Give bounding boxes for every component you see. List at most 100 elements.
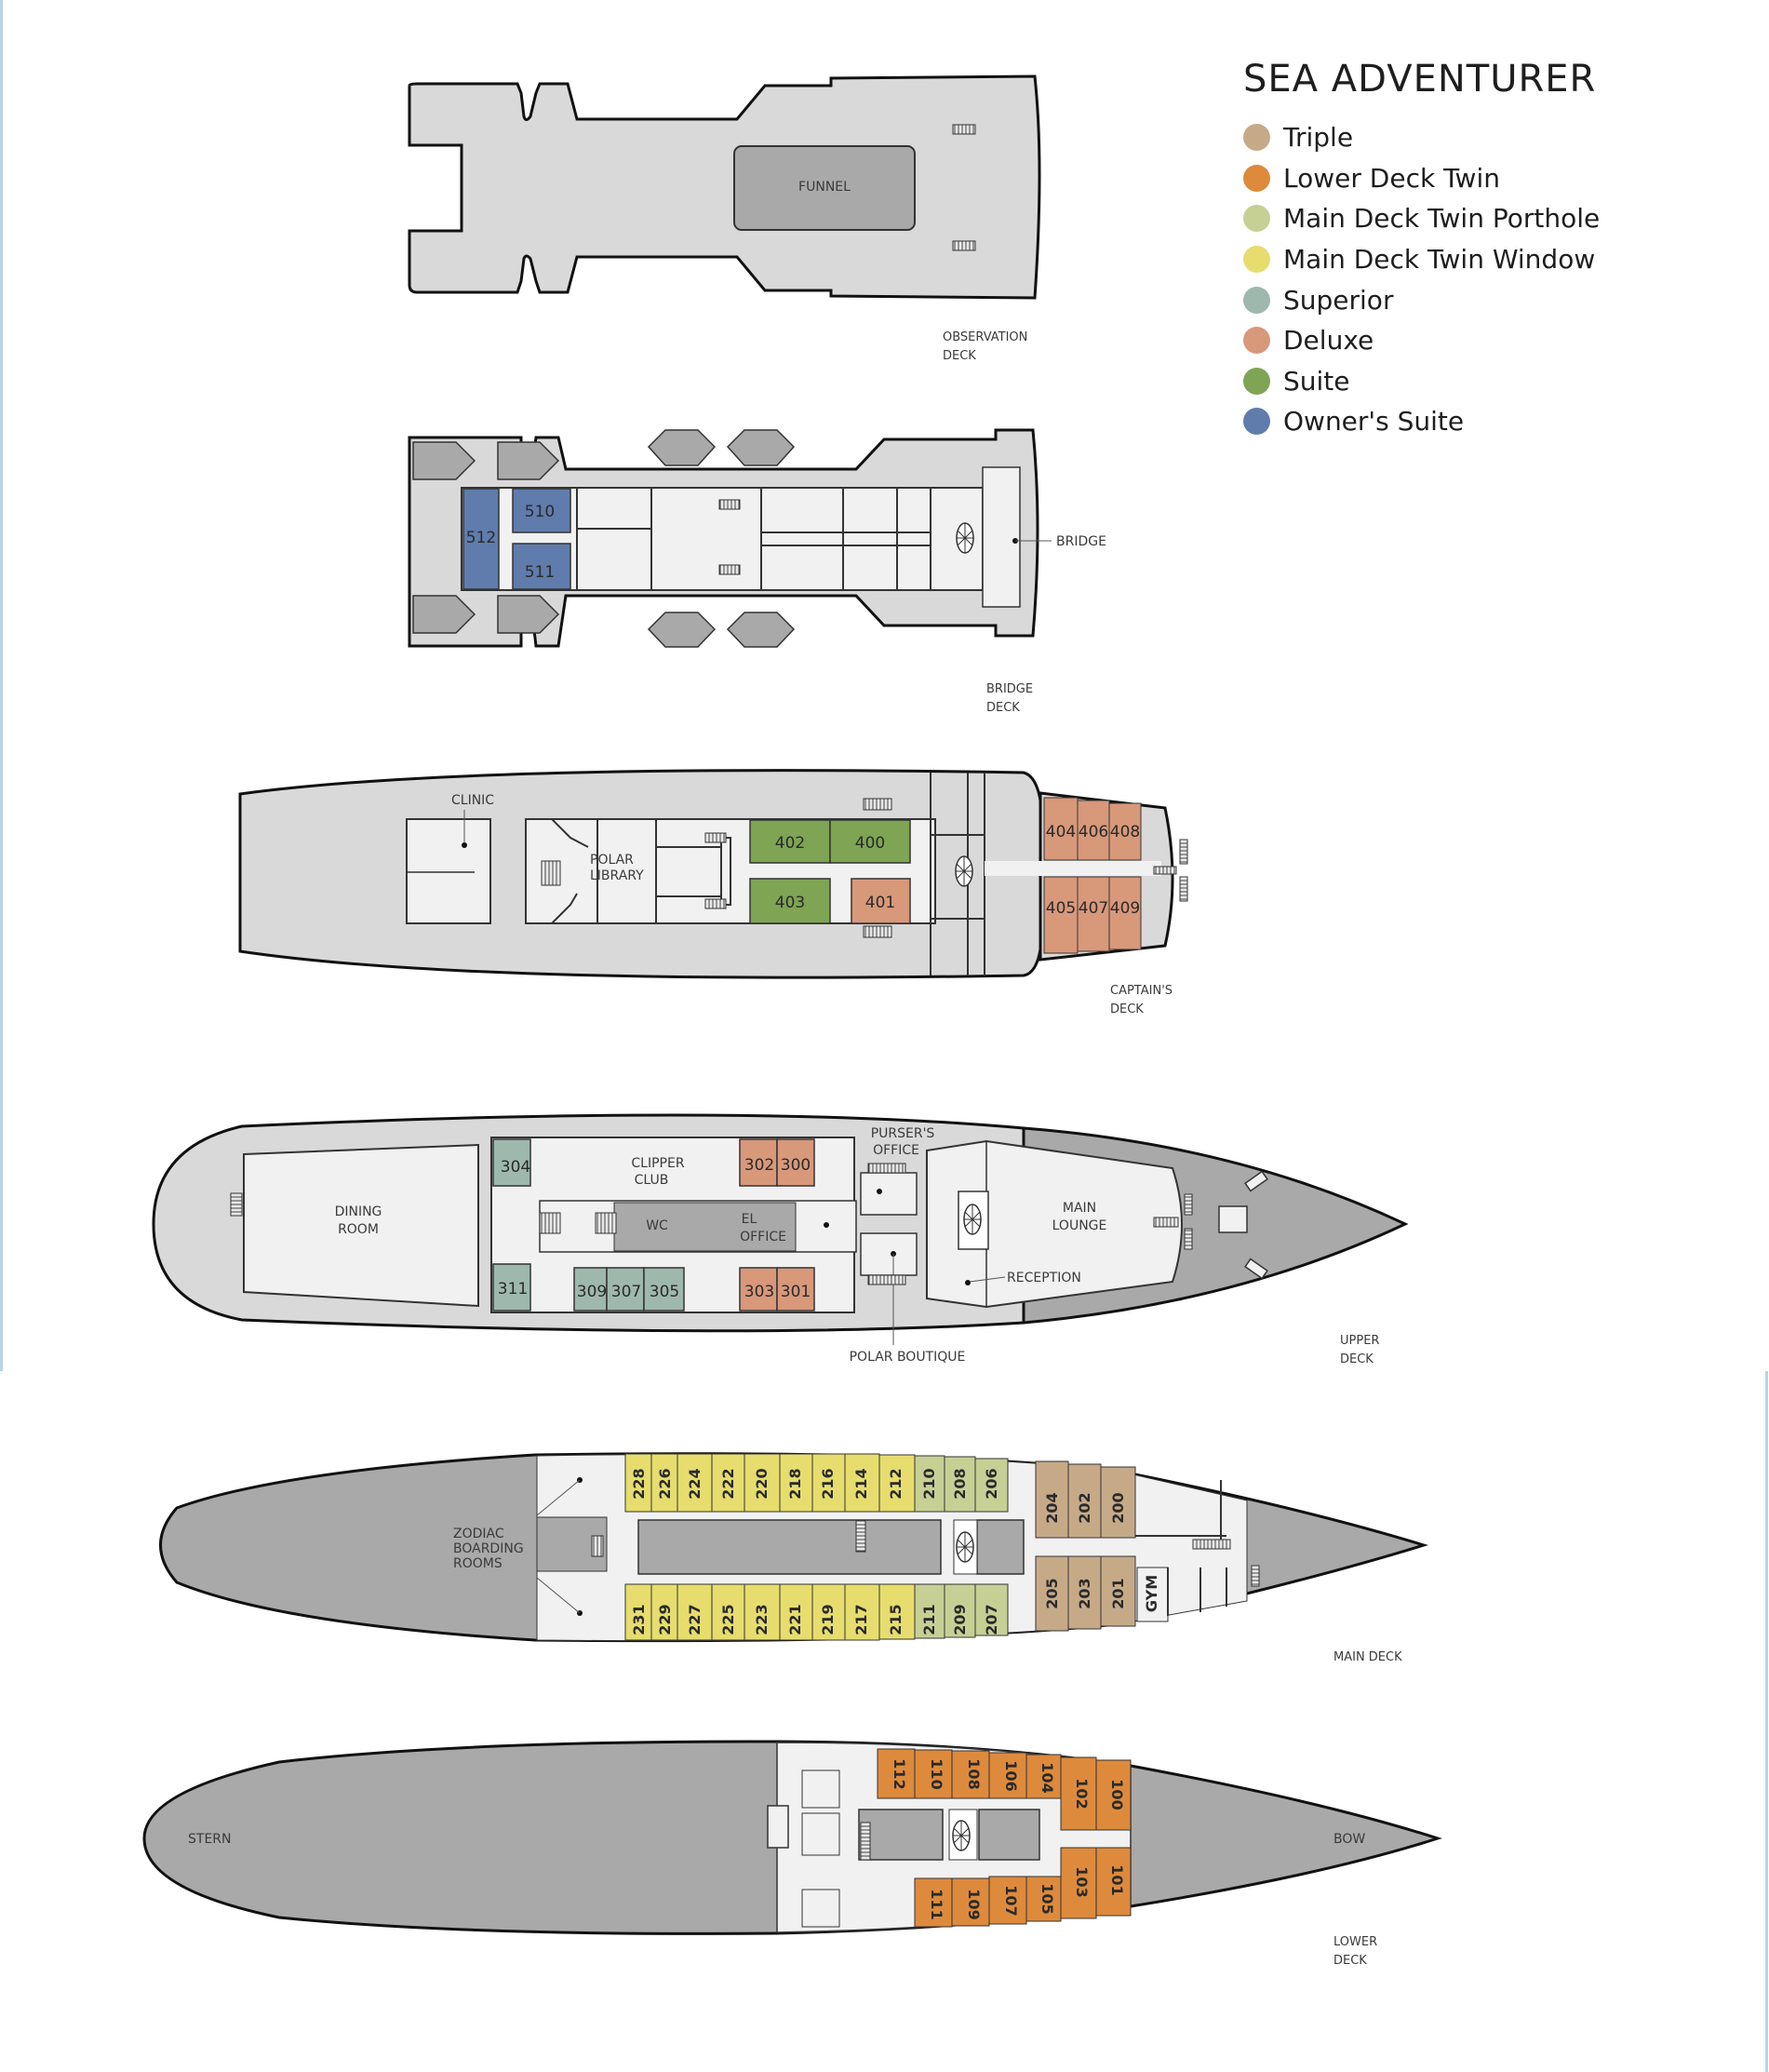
cabin-208[interactable]: 208 xyxy=(944,1456,976,1513)
cabin-207[interactable]: 207 xyxy=(974,1583,1009,1636)
cabin-214[interactable]: 214 xyxy=(844,1453,880,1513)
svg-text:303: 303 xyxy=(744,1283,774,1301)
cabin-100[interactable]: 100 xyxy=(1095,1759,1132,1831)
cabin-204[interactable]: 204 xyxy=(1035,1460,1069,1539)
svg-text:108: 108 xyxy=(965,1758,983,1789)
cabin-219[interactable]: 219 xyxy=(811,1583,846,1641)
cabin-107[interactable]: 107 xyxy=(988,1876,1027,1925)
svg-text:301: 301 xyxy=(781,1283,811,1301)
cabin-407[interactable]: 407 xyxy=(1077,876,1110,952)
spiral-stairs-icon xyxy=(956,1531,974,1563)
cabin-216[interactable]: 216 xyxy=(811,1453,846,1513)
cabin-105[interactable]: 105 xyxy=(1025,1876,1062,1922)
cabin-408[interactable]: 408 xyxy=(1108,802,1142,861)
cabin-406[interactable]: 406 xyxy=(1077,800,1110,861)
el-office-label: OFFICE xyxy=(740,1230,786,1245)
cabin-302[interactable]: 302 xyxy=(739,1138,778,1187)
cabin-110[interactable]: 110 xyxy=(914,1749,953,1799)
cabin-109[interactable]: 109 xyxy=(951,1877,990,1927)
deck-name: DECK xyxy=(943,349,976,363)
stairs-icon xyxy=(595,1212,617,1234)
triple-swatch-icon xyxy=(1243,124,1270,152)
pursers-office-label: PURSER'S xyxy=(871,1126,935,1141)
svg-text:204: 204 xyxy=(1043,1492,1061,1523)
cabin-212[interactable]: 212 xyxy=(878,1454,916,1513)
cabin-200[interactable]: 200 xyxy=(1100,1466,1136,1539)
cabin-225[interactable]: 225 xyxy=(711,1583,745,1641)
cabin-108[interactable]: 108 xyxy=(951,1750,990,1799)
cabin-104[interactable]: 104 xyxy=(1025,1754,1062,1799)
cabin-300[interactable]: 300 xyxy=(776,1138,815,1187)
cabin-205[interactable]: 205 xyxy=(1035,1555,1069,1632)
cabin-102[interactable]: 102 xyxy=(1060,1756,1097,1831)
svg-text:231: 231 xyxy=(630,1604,648,1635)
cabin-201[interactable]: 201 xyxy=(1100,1555,1136,1627)
svg-text:110: 110 xyxy=(928,1758,945,1789)
deck-name: LOWER xyxy=(1333,1935,1377,1949)
cabin-218[interactable]: 218 xyxy=(779,1453,813,1513)
cabin-303[interactable]: 303 xyxy=(739,1267,778,1312)
right-border xyxy=(1765,1371,1768,2072)
svg-text:512: 512 xyxy=(466,529,496,547)
wc-label: WC xyxy=(646,1218,668,1233)
svg-text:211: 211 xyxy=(920,1604,938,1635)
captains-deck: CLINIC POLAR LIBRARY 402 400 403 401 xyxy=(238,769,1188,1016)
stairs-icon xyxy=(718,499,741,510)
cabin-305[interactable]: 305 xyxy=(643,1267,685,1312)
svg-text:219: 219 xyxy=(819,1604,837,1635)
cabin-203[interactable]: 203 xyxy=(1067,1555,1102,1630)
cabin-206[interactable]: 206 xyxy=(974,1458,1009,1513)
cabin-227[interactable]: 227 xyxy=(677,1583,713,1641)
cabin-103[interactable]: 103 xyxy=(1060,1847,1097,1919)
stairs-icon xyxy=(952,124,976,135)
superior-swatch-icon xyxy=(1243,286,1270,314)
cabin-101[interactable]: 101 xyxy=(1095,1847,1132,1917)
cabin-404[interactable]: 404 xyxy=(1043,797,1079,861)
cabin-511[interactable]: 511 xyxy=(512,543,571,590)
cabin-221[interactable]: 221 xyxy=(779,1583,813,1641)
cabin-512[interactable]: 512 xyxy=(462,488,500,590)
svg-text:228: 228 xyxy=(630,1468,648,1499)
cabin-209[interactable]: 209 xyxy=(944,1583,976,1638)
cabin-400[interactable]: 400 xyxy=(829,819,911,864)
cabin-211[interactable]: 211 xyxy=(914,1583,945,1639)
cabin-309[interactable]: 309 xyxy=(573,1267,608,1312)
zodiac-rooms-label: BOARDING xyxy=(453,1541,524,1556)
upper-deck: DINING ROOM 304 CLIPPER CLUB 302 300 WC … xyxy=(152,1113,1409,1366)
cabin-224[interactable]: 224 xyxy=(677,1453,713,1513)
lower-deck-twin-swatch-icon xyxy=(1243,164,1270,192)
stairs-icon xyxy=(718,564,741,575)
svg-text:307: 307 xyxy=(611,1283,641,1301)
cabin-409[interactable]: 409 xyxy=(1108,876,1142,950)
cabin-402[interactable]: 402 xyxy=(749,819,831,864)
svg-text:404: 404 xyxy=(1046,823,1076,841)
cabin-311[interactable]: 311 xyxy=(492,1263,531,1312)
cabin-510[interactable]: 510 xyxy=(512,488,571,533)
svg-text:101: 101 xyxy=(1108,1864,1126,1895)
cabin-307[interactable]: 307 xyxy=(606,1267,645,1312)
cabin-301[interactable]: 301 xyxy=(776,1267,815,1312)
cabin-231[interactable]: 231 xyxy=(624,1583,652,1641)
cabin-304[interactable]: 304 xyxy=(492,1138,531,1187)
cabin-229[interactable]: 229 xyxy=(650,1583,678,1641)
cabin-202[interactable]: 202 xyxy=(1067,1463,1102,1539)
svg-text:406: 406 xyxy=(1079,823,1108,841)
cabin-403[interactable]: 403 xyxy=(749,878,831,924)
cabin-106[interactable]: 106 xyxy=(988,1752,1027,1799)
cabin-215[interactable]: 215 xyxy=(878,1583,916,1640)
cabin-405[interactable]: 405 xyxy=(1043,876,1079,954)
cabin-210[interactable]: 210 xyxy=(914,1455,945,1513)
funnel-label: FUNNEL xyxy=(798,180,851,195)
bridge-label: BRIDGE xyxy=(1056,534,1106,549)
cabin-223[interactable]: 223 xyxy=(744,1583,781,1641)
svg-text:216: 216 xyxy=(819,1468,837,1499)
cabin-228[interactable]: 228 xyxy=(624,1453,652,1513)
cabin-220[interactable]: 220 xyxy=(744,1453,781,1513)
cabin-222[interactable]: 222 xyxy=(711,1453,745,1513)
cabin-111[interactable]: 111 xyxy=(914,1877,953,1928)
svg-text:229: 229 xyxy=(656,1604,674,1635)
cabin-217[interactable]: 217 xyxy=(844,1583,880,1641)
cabin-401[interactable]: 401 xyxy=(851,878,911,924)
cabin-226[interactable]: 226 xyxy=(650,1453,678,1513)
cabin-112[interactable]: 112 xyxy=(877,1748,916,1799)
